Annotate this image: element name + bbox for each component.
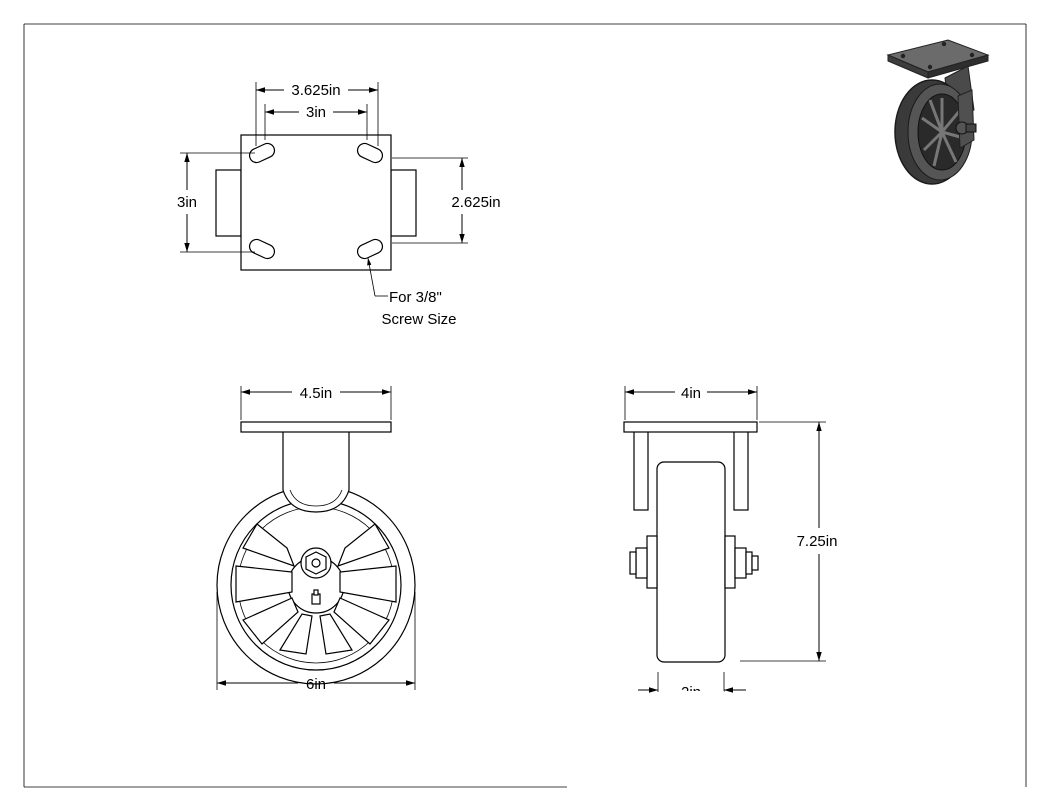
dim-outer-width-label: 3.625in <box>291 82 340 99</box>
dim-height-left-label: 3in <box>177 194 197 211</box>
dim-height-right-label: 2.625in <box>451 194 500 211</box>
dim-plate-width-side: 4in <box>625 385 757 402</box>
top-plate <box>215 134 417 271</box>
dim-plate-width-side-label: 4in <box>681 385 701 402</box>
screw-note-line2: Screw Size <box>381 311 456 328</box>
dim-wheel-diameter-label: 6in <box>306 676 326 693</box>
front-wheel <box>216 421 416 685</box>
dim-plate-width-front-label: 4.5in <box>300 385 333 402</box>
dim-outer-width: 3.625in <box>256 82 378 99</box>
caster-3d-icon <box>886 39 990 185</box>
top-extension-lines <box>180 82 468 253</box>
dim-inner-width: 3in <box>265 104 367 121</box>
top-view: 3.625in 3in 3in 2.625in For 3/8" Screw S… <box>177 82 501 328</box>
dim-height-right: 2.625in <box>451 158 501 243</box>
screw-size-note: For 3/8" Screw Size <box>367 257 457 328</box>
front-extension-lines <box>216 386 416 690</box>
dim-plate-width-front: 4.5in <box>241 385 391 402</box>
side-view: 4in 7.25in 2in <box>623 385 838 705</box>
sheet-border <box>23 23 1027 788</box>
wheel-spokes <box>235 523 397 655</box>
side-caster <box>623 421 759 663</box>
screw-note-line1: For 3/8" <box>389 289 442 306</box>
front-view: 4.5in 6in <box>216 385 416 693</box>
dim-wheel-width: 2in <box>638 684 746 705</box>
dim-inner-width-label: 3in <box>306 104 326 121</box>
dim-height-left: 3in <box>177 153 197 252</box>
dim-wheel-diameter: 6in <box>217 676 415 693</box>
dim-overall-height: 7.25in <box>797 422 838 661</box>
dim-overall-height-label: 7.25in <box>797 533 838 550</box>
